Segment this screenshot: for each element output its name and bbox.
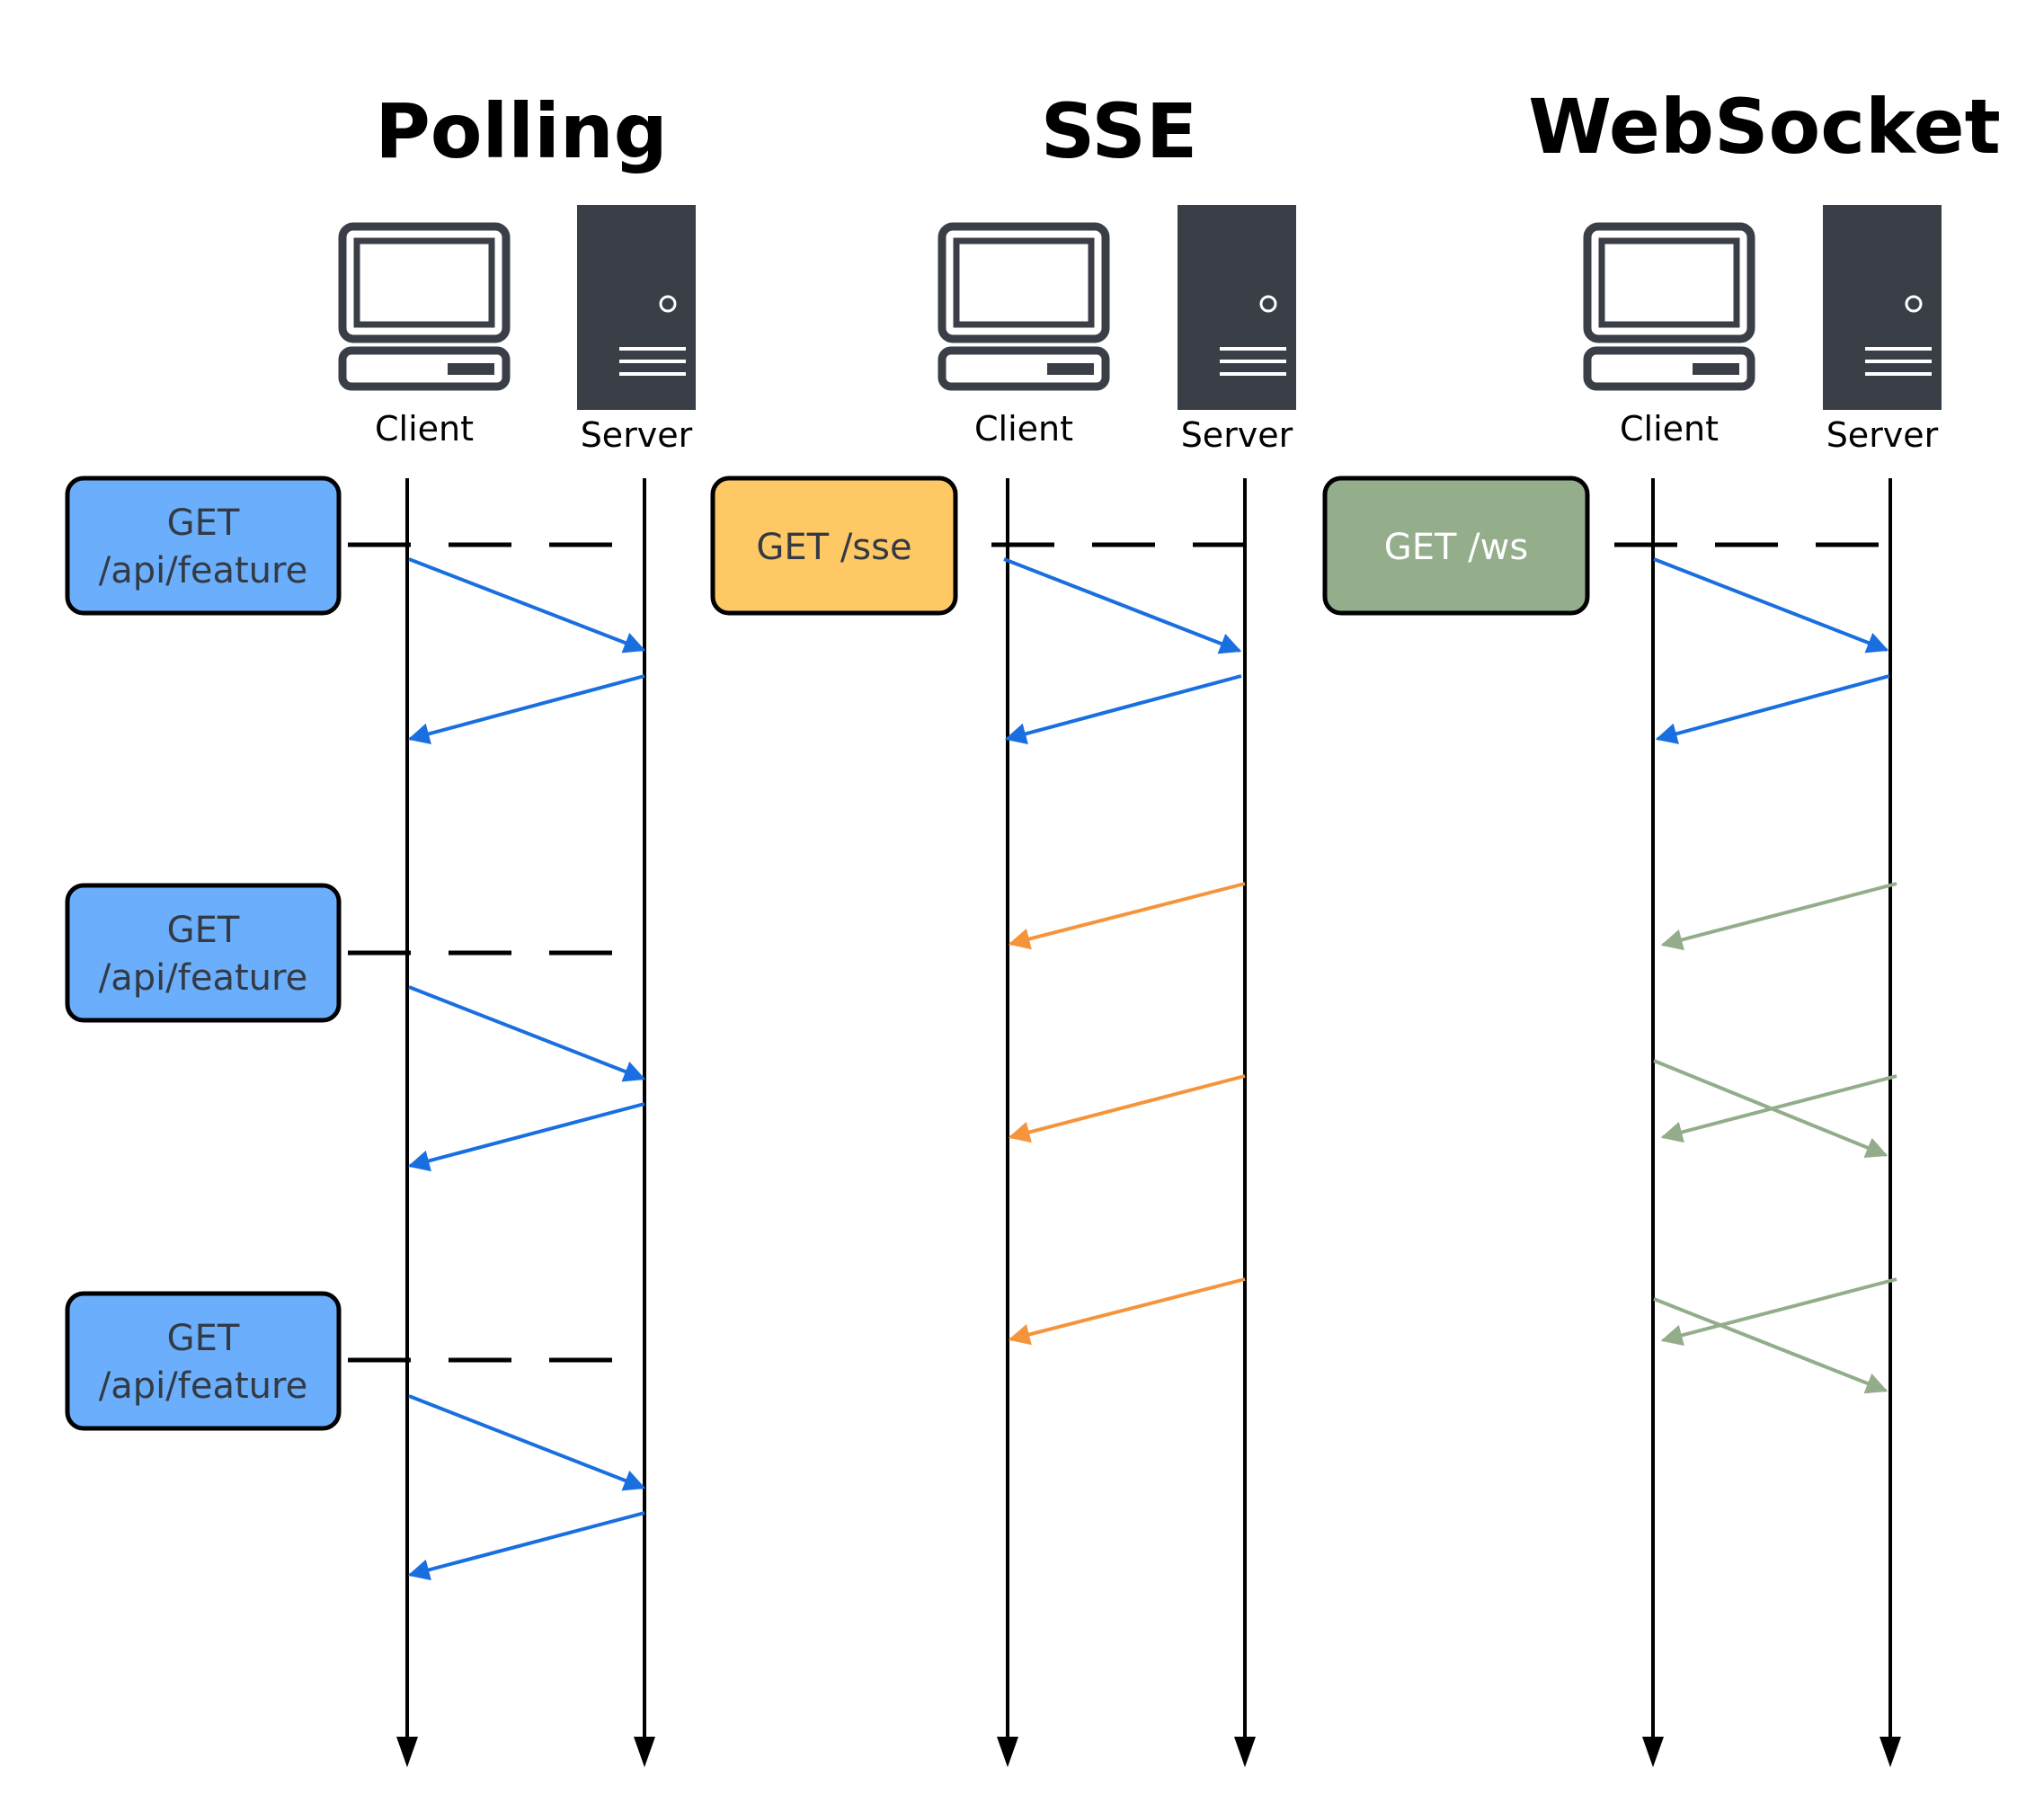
sse-client-label: Client: [974, 409, 1073, 449]
polling-response-arrow: [407, 1102, 645, 1172]
server-tower-icon: [577, 205, 696, 410]
polling-request-box: GET /api/feature: [65, 1291, 342, 1431]
polling-request-arrow: [408, 557, 646, 654]
websocket-server-message-arrow: [1660, 1074, 1897, 1143]
desktop-computer-icon: [938, 222, 1110, 391]
polling-request-box: GET /api/feature: [65, 883, 342, 1023]
websocket-title: WebSocket: [1528, 83, 2001, 171]
polling-request-box-line2: /api/feature: [99, 550, 307, 591]
polling-request-box-line1: GET: [167, 910, 240, 951]
sse-request-box: GET /sse: [710, 476, 958, 616]
websocket-request-box-label: GET /ws: [1384, 527, 1528, 568]
websocket-column: Client Server GET /ws: [1322, 205, 1942, 1767]
websocket-response-arrow: [1655, 674, 1890, 744]
sse-request-box-label: GET /sse: [756, 527, 911, 568]
websocket-request-box: GET /ws: [1322, 476, 1590, 616]
sse-event-arrow: [1008, 882, 1246, 950]
websocket-server-message-arrow: [1660, 882, 1897, 951]
server-tower-icon: [1178, 205, 1296, 410]
polling-title: Polling: [375, 87, 668, 175]
polling-client-label: Client: [375, 409, 474, 449]
polling-request-box-line2: /api/feature: [99, 957, 307, 999]
polling-request-box-line1: GET: [167, 502, 240, 544]
sse-client-lifeline-arrowhead: [997, 1737, 1018, 1767]
websocket-server-message-arrow: [1660, 1277, 1897, 1347]
polling-column: Client Server GET /api/feature GET /api/…: [65, 205, 696, 1767]
polling-request-arrow: [408, 1394, 646, 1491]
sse-server-lifeline-arrowhead: [1234, 1737, 1256, 1767]
sse-server-label: Server: [1181, 415, 1293, 455]
polling-request-box-line2: /api/feature: [99, 1365, 307, 1407]
sse-response-arrow: [1004, 674, 1242, 744]
server-tower-icon: [1823, 205, 1942, 410]
sse-request-arrow: [1003, 557, 1242, 654]
websocket-client-message-arrow: [1653, 1297, 1888, 1394]
websocket-client-lifeline-arrowhead: [1642, 1737, 1664, 1767]
desktop-computer-icon: [1583, 222, 1755, 391]
websocket-server-lifeline-arrowhead: [1880, 1737, 1901, 1767]
polling-response-arrow: [407, 1511, 645, 1581]
polling-request-box-line1: GET: [167, 1318, 240, 1359]
polling-response-arrow: [407, 674, 645, 744]
polling-request-arrow: [408, 985, 646, 1082]
websocket-request-arrow: [1653, 557, 1889, 654]
websocket-client-label: Client: [1620, 409, 1719, 449]
sse-event-arrow: [1008, 1074, 1246, 1143]
polling-client-lifeline-arrowhead: [396, 1737, 418, 1767]
sse-title: SSE: [1041, 87, 1198, 175]
polling-server-lifeline-arrowhead: [634, 1737, 655, 1767]
sse-column: Client Server GET /sse: [710, 205, 1296, 1767]
polling-request-box: GET /api/feature: [65, 476, 342, 616]
sse-event-arrow: [1008, 1277, 1246, 1346]
polling-server-label: Server: [581, 415, 693, 455]
websocket-server-label: Server: [1826, 415, 1939, 455]
desktop-computer-icon: [338, 222, 511, 391]
